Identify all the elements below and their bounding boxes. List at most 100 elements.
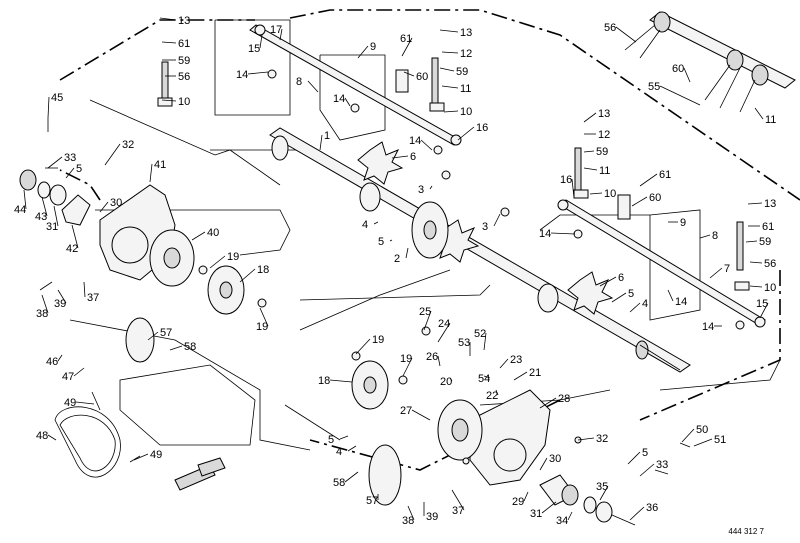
callout-label: 2: [394, 253, 400, 265]
callout-label: 19: [372, 334, 384, 346]
callout-label: 45: [51, 92, 63, 104]
callout-leader: [699, 234, 711, 239]
callout-label: 13: [764, 198, 776, 210]
callout-leader: [754, 107, 764, 120]
callout-leader: [437, 355, 441, 367]
callout-leader: [667, 289, 674, 302]
callout-label: 39: [426, 511, 438, 523]
callout-label: 59: [596, 146, 608, 158]
callout-label: 60: [672, 63, 684, 75]
callout-label: 60: [416, 71, 428, 83]
callout-label: 22: [486, 390, 498, 402]
callout-label: 5: [76, 163, 82, 175]
callout-leader: [451, 489, 465, 511]
callout-leader: [615, 26, 637, 43]
callout-label: 10: [604, 188, 616, 200]
callout-label: 33: [656, 459, 668, 471]
callout-label: 61: [178, 38, 190, 50]
callout-leader: [523, 491, 529, 502]
callout-leader: [41, 294, 49, 314]
callout-leader: [147, 331, 159, 341]
callout-label: 46: [46, 356, 58, 368]
callout-label: 39: [54, 298, 66, 310]
callout-leader: [53, 205, 59, 227]
callout-label: 19: [400, 353, 412, 365]
callout-label: 5: [642, 447, 648, 459]
callout-leader: [191, 231, 206, 241]
callout-label: 11: [765, 114, 776, 126]
callout-label: 16: [476, 122, 488, 134]
callout-label: 7: [724, 263, 730, 275]
callout-label: 36: [646, 502, 658, 514]
callout-label: 61: [659, 169, 671, 181]
callout-leader: [577, 437, 595, 441]
callout-leader: [339, 435, 349, 440]
callout-leader: [627, 451, 641, 465]
callout-label: 58: [184, 341, 196, 353]
callout-label: 31: [46, 221, 58, 233]
callout-leader: [259, 307, 269, 327]
callout-leader: [539, 457, 548, 471]
callout-leader: [631, 196, 648, 207]
callout-leader: [499, 358, 509, 369]
callout-label: 48: [36, 430, 48, 442]
callout-labels: 1361595610151714896160141312591110161456…: [14, 15, 776, 527]
callout-label: 21: [529, 367, 541, 379]
callout-leader: [357, 45, 369, 59]
callout-leader: [57, 354, 63, 362]
callout-leader: [759, 302, 769, 319]
callout-label: 35: [596, 481, 608, 493]
callout-leader: [347, 445, 357, 452]
callout-leader: [169, 345, 183, 351]
callout-label: 56: [604, 22, 616, 34]
callout-leader: [567, 511, 573, 521]
callout-label: 30: [549, 453, 561, 465]
callout-label: 54: [478, 373, 490, 385]
callout-leader: [441, 51, 459, 54]
callout-label: 57: [160, 327, 172, 339]
callout-label: 3: [482, 221, 488, 233]
callout-label: 51: [714, 434, 726, 446]
callout-leader: [319, 134, 323, 151]
callout-leader: [483, 375, 491, 379]
callout-label: 6: [618, 272, 624, 284]
tine-bar-upper: [249, 24, 462, 146]
callout-label: 4: [642, 298, 648, 310]
callout-leader: [539, 397, 557, 409]
callout-label: 49: [150, 449, 162, 461]
callout-leader: [423, 310, 432, 331]
callout-label: 43: [35, 211, 47, 223]
callout-leader: [683, 67, 691, 83]
right-bearing: [539, 474, 636, 526]
callout-leader: [439, 29, 459, 33]
callout-leader: [75, 401, 95, 405]
callout-leader: [23, 189, 27, 210]
callout-leader: [457, 126, 475, 141]
callout-label: 10: [178, 96, 190, 108]
callout-leader: [629, 506, 645, 521]
callout-leader: [71, 224, 79, 249]
callout-leader: [159, 17, 177, 21]
callout-label: 38: [36, 308, 48, 320]
callout-leader: [47, 156, 63, 169]
callout-leader: [550, 232, 576, 235]
callout-leader: [161, 41, 177, 44]
drive-belt: [54, 364, 256, 491]
callout-label: 49: [64, 397, 76, 409]
callout-label: 26: [426, 351, 438, 363]
callout-leader: [571, 178, 575, 199]
callout-leader: [449, 377, 453, 382]
callout-label: 31: [530, 508, 542, 520]
callout-label: 27: [400, 405, 412, 417]
callout-label: 15: [756, 298, 768, 310]
callout-label: 17: [270, 24, 282, 36]
callout-leader: [629, 302, 641, 313]
callout-label: 33: [64, 152, 76, 164]
callout-leader: [599, 276, 617, 287]
callout-label: 19: [256, 321, 268, 333]
callout-label: 53: [458, 337, 470, 349]
callout-leader: [403, 71, 415, 77]
callout-leader: [307, 80, 319, 93]
callout-label: 59: [178, 55, 190, 67]
